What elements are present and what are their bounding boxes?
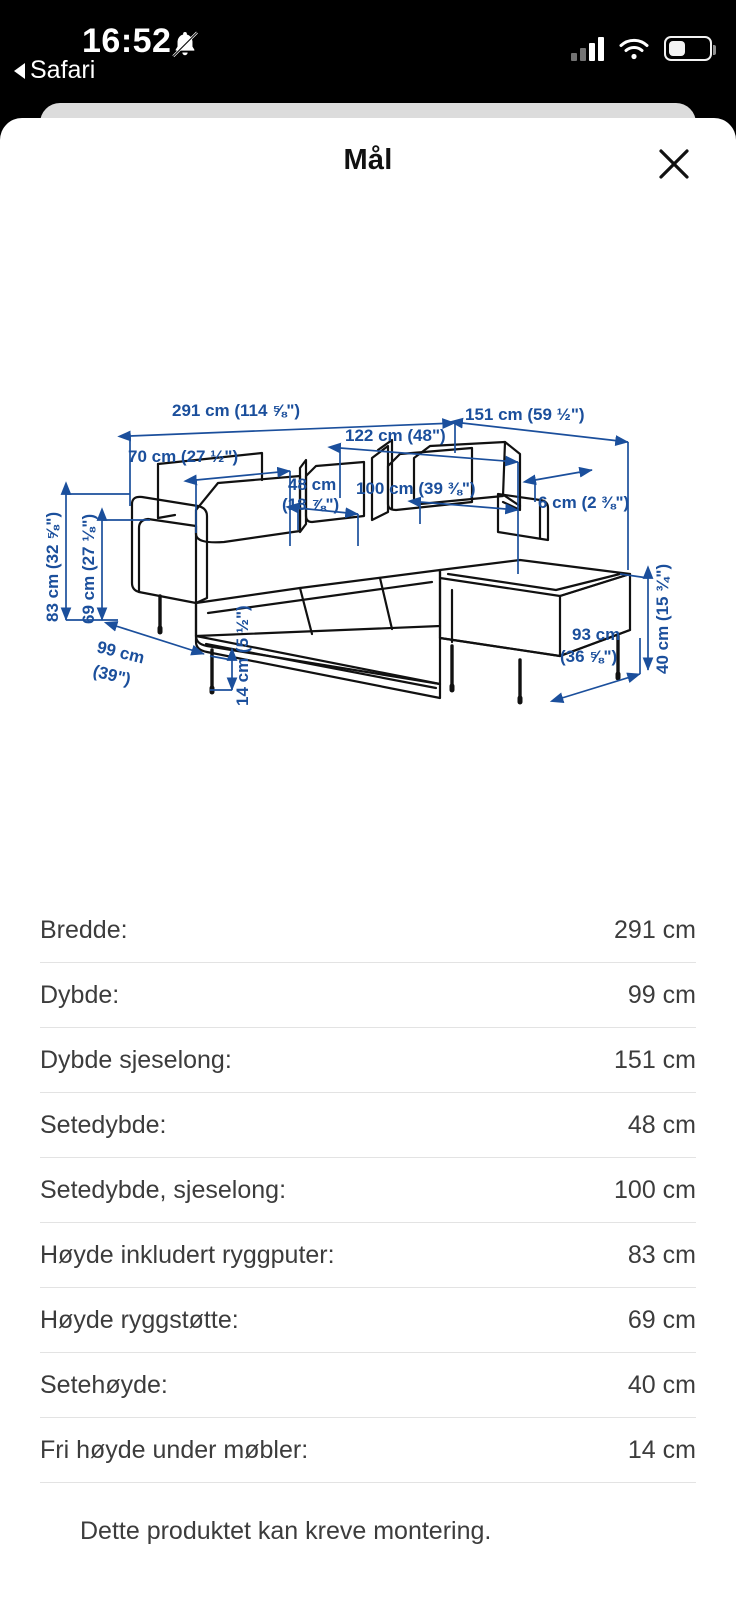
page-title: Mål	[343, 144, 393, 176]
label-chaise-depth-inch: (36 ⅝")	[560, 647, 617, 666]
assembly-note: Dette produktet kan kreve montering.	[80, 1517, 492, 1545]
label-backrest-height: 69 cm (27 ⅛")	[79, 514, 98, 624]
spec-label: Setedybde:	[40, 1110, 167, 1139]
status-indicators	[571, 36, 716, 61]
table-row: Setehøyde: 40 cm	[40, 1353, 696, 1418]
spec-value: 14 cm	[627, 1435, 696, 1464]
dimension-diagram: 291 cm (114 ⅝") 151 cm (59 ½") 70 cm (27…	[0, 398, 736, 918]
wifi-icon	[619, 38, 649, 59]
label-seat-depth-chaise: 100 cm (39 ⅜")	[356, 479, 476, 498]
spec-label: Dybde:	[40, 980, 120, 1009]
label-chaise-depth-93: 93 cm	[572, 625, 620, 644]
spec-value: 291 cm	[614, 915, 696, 944]
spec-value: 83 cm	[627, 1240, 696, 1269]
spec-value: 100 cm	[614, 1175, 696, 1204]
spec-value: 99 cm	[627, 980, 696, 1009]
label-seat-depth: 48 cm	[288, 475, 336, 494]
table-row: Setedybde: 48 cm	[40, 1093, 696, 1158]
label-seat-height: 40 cm (15 ¾")	[653, 564, 672, 674]
label-clearance-under: 14 cm (5 ½")	[233, 605, 252, 706]
back-label: Safari	[30, 56, 96, 84]
table-row: Høyde ryggstøtte: 69 cm	[40, 1288, 696, 1353]
spec-label: Dybde sjeselong:	[40, 1045, 232, 1074]
label-height-with-cushions: 83 cm (32 ⅝")	[43, 512, 62, 622]
label-total-width: 291 cm (114 ⅝")	[172, 401, 300, 420]
status-time: 16:52	[82, 22, 172, 60]
back-triangle-icon	[14, 62, 25, 79]
label-seat-depth-inch: (18 ⅞")	[282, 495, 339, 514]
spec-label: Setehøyde:	[40, 1370, 168, 1399]
spec-value: 48 cm	[627, 1110, 696, 1139]
label-depth-inch: (39")	[91, 661, 133, 689]
close-icon	[659, 149, 689, 179]
table-row: Bredde: 291 cm	[40, 898, 696, 963]
spec-label: Setedybde, sjeselong:	[40, 1175, 287, 1204]
table-row: Fri høyde under møbler: 14 cm	[40, 1418, 696, 1483]
table-row: Dybde sjeselong: 151 cm	[40, 1028, 696, 1093]
spec-value: 40 cm	[627, 1370, 696, 1399]
close-button[interactable]	[652, 142, 696, 186]
spec-label: Høyde inkludert ryggputer:	[40, 1240, 335, 1269]
sheet-header: Mål	[0, 118, 736, 208]
measurements-sheet: Mål	[0, 118, 736, 1600]
specification-list: Bredde: 291 cm Dybde: 99 cm Dybde sjesel…	[0, 898, 736, 1546]
back-to-safari-link[interactable]: Safari	[14, 58, 95, 83]
dimension-labels: 291 cm (114 ⅝") 151 cm (59 ½") 70 cm (27…	[43, 401, 672, 706]
dimension-lines	[60, 417, 654, 703]
table-row: Dybde: 99 cm	[40, 963, 696, 1028]
label-armrest-thickness: 6 cm (2 ⅜")	[538, 493, 629, 512]
spec-label: Fri høyde under møbler:	[40, 1435, 309, 1464]
label-chaise-depth: 151 cm (59 ½")	[465, 405, 585, 424]
status-bar: 16:52 Safari	[0, 0, 736, 118]
label-seat-width: 70 cm (27 ½")	[128, 447, 238, 466]
label-chaise-width: 122 cm (48")	[345, 426, 446, 445]
table-row: Høyde inkludert ryggputer: 83 cm	[40, 1223, 696, 1288]
table-row: Setedybde, sjeselong: 100 cm	[40, 1158, 696, 1223]
spec-label: Bredde:	[40, 915, 128, 944]
spec-value: 151 cm	[614, 1045, 696, 1074]
bell-slash-icon	[172, 31, 198, 58]
spec-value: 69 cm	[627, 1305, 696, 1334]
cellular-signal-icon	[571, 36, 604, 61]
battery-icon	[664, 36, 716, 61]
spec-label: Høyde ryggstøtte:	[40, 1305, 239, 1334]
